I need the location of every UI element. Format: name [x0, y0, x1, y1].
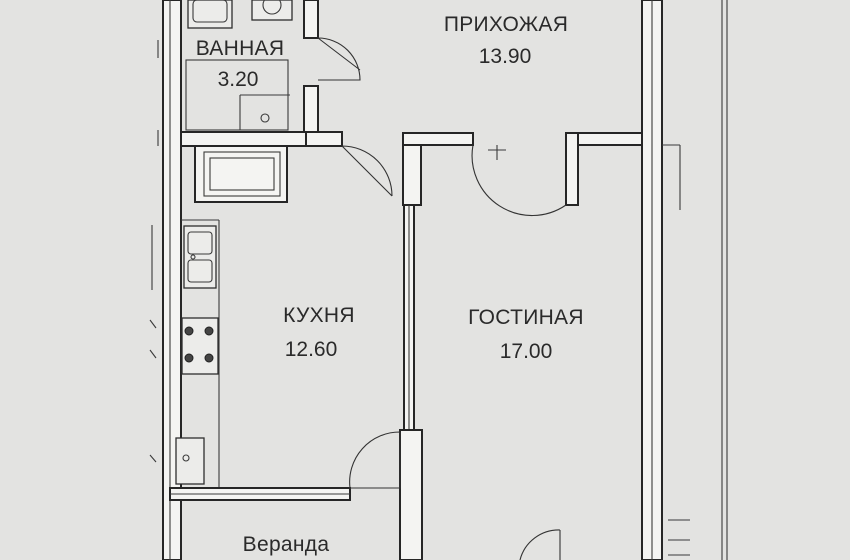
bathroom-right-wall [303, 0, 319, 133]
kitchen-label: КУХНЯ [283, 304, 355, 327]
living-area: 17.00 [500, 340, 553, 363]
veranda-door-swing [349, 431, 401, 489]
kitchen-appliance [175, 437, 205, 485]
right-main-wall [641, 0, 663, 560]
hallway-area: 13.90 [479, 45, 532, 68]
wash-basin [251, 0, 293, 21]
bathroom-area: 3.20 [218, 68, 259, 91]
bathroom-kitchen-wall [180, 131, 343, 147]
living-balcony-door-swing [519, 529, 561, 560]
bathroom-fixture-lines [185, 59, 290, 131]
living-label: ГОСТИНАЯ [468, 306, 584, 329]
hallway-living-wall [402, 132, 643, 206]
left-dimension-ticks [149, 40, 159, 463]
right-outer-lines [662, 0, 728, 560]
veranda-wall [169, 487, 351, 501]
kitchen-stove [181, 317, 219, 375]
bathroom-door-swing [317, 37, 361, 81]
kitchen-sink [183, 225, 217, 289]
hallway-label: ПРИХОЖАЯ [444, 13, 568, 36]
kitchen-area: 12.60 [285, 338, 338, 361]
bathtub [187, 0, 233, 29]
outer-left-wall [162, 0, 182, 560]
veranda-label: Веранда [243, 533, 330, 556]
kitchen-door-swing [341, 145, 393, 197]
bathroom-label: ВАННАЯ [196, 37, 285, 60]
ventilation-shaft [194, 145, 288, 203]
kitchen-counter [181, 219, 220, 490]
central-partition-wall [399, 132, 423, 560]
living-door-swing [471, 144, 567, 217]
